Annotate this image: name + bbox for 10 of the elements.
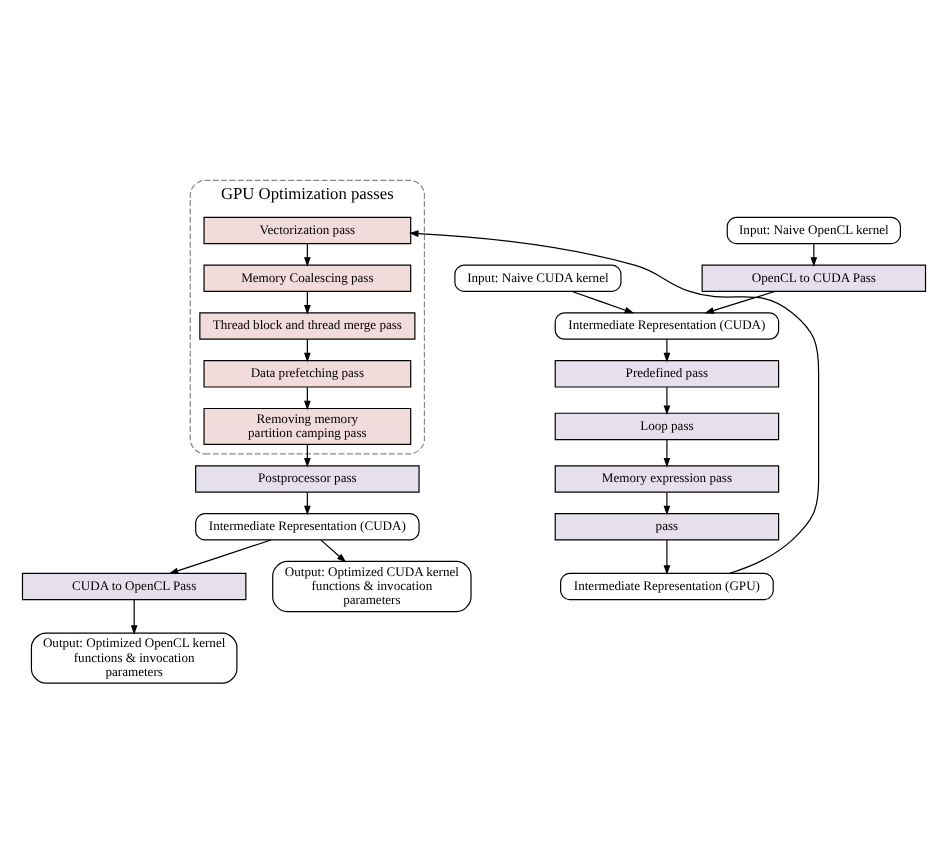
arrow (320, 538, 347, 562)
arrow (663, 438, 671, 467)
arrow (130, 598, 138, 634)
arrow (663, 490, 671, 515)
arrow (663, 538, 671, 574)
arrow (663, 385, 671, 414)
arrow (571, 289, 635, 313)
arrow (168, 538, 272, 573)
arrow (663, 338, 671, 362)
arrow (704, 289, 776, 313)
